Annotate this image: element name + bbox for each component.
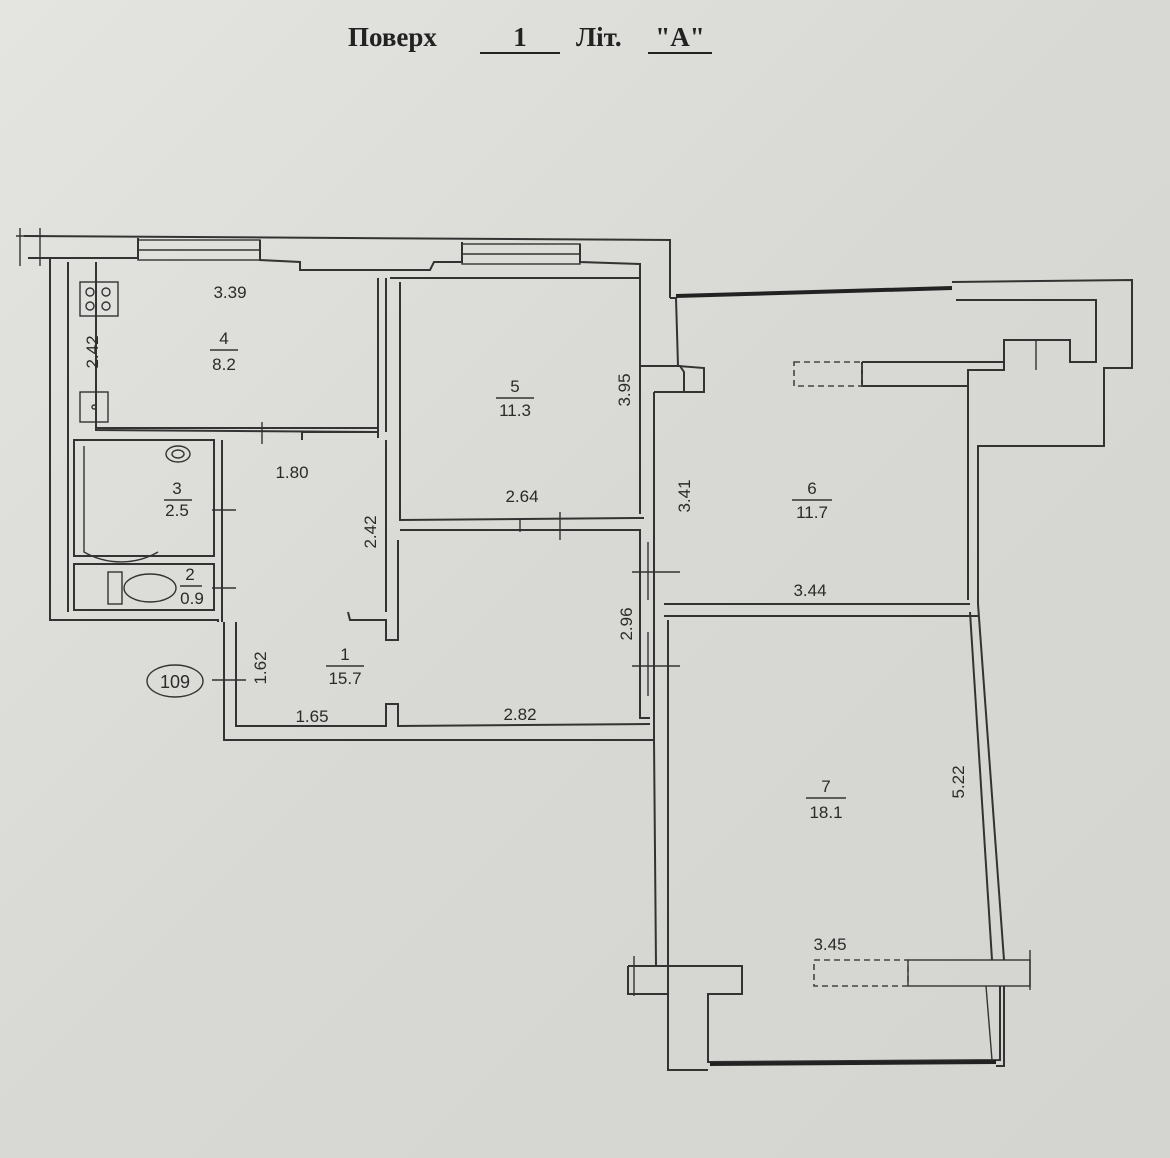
- dimension-label: 2.42: [83, 335, 102, 368]
- room-3-bathroom: [73, 439, 215, 563]
- room-area: 15.7: [328, 669, 361, 688]
- room-number: 4: [219, 329, 228, 348]
- apartment-tag: 109: [146, 664, 204, 698]
- room-number: 6: [807, 479, 816, 498]
- lit-value: "A": [648, 22, 712, 54]
- lit-label: Літ.: [576, 22, 622, 52]
- room-area: 11.3: [499, 401, 531, 420]
- dimension-label: 2.64: [505, 487, 538, 506]
- room-labels: 4 8.2 5 11.3 3 2.5 2 0.9 1 15.7 6 11.7: [164, 329, 846, 822]
- room-number: 1: [340, 645, 349, 664]
- floor-number: 1: [480, 22, 560, 54]
- room-area: 2.5: [165, 501, 189, 520]
- room-5: [390, 277, 655, 612]
- room-area: 18.1: [809, 803, 842, 822]
- room-2-wc: [73, 563, 215, 611]
- right-block: [627, 278, 1133, 1071]
- room-number: 5: [510, 377, 519, 396]
- dimension-label: 1.65: [295, 707, 328, 726]
- dimension-label: 5.22: [949, 765, 968, 798]
- room-4-kitchen: [79, 262, 387, 434]
- dimension-label: 2.96: [617, 607, 636, 640]
- outer-walls: [16, 228, 705, 741]
- room-area: 8.2: [212, 355, 236, 374]
- room-number: 3: [172, 479, 181, 498]
- apartment-number: 109: [160, 672, 190, 692]
- dimension-label: 3.39: [213, 283, 246, 302]
- dimension-label: 1.62: [251, 651, 270, 684]
- dimension-labels: 3.39 2.42 1.80 2.42 3.95 2.64 3.41 3.44 …: [83, 283, 968, 954]
- floor-label: Поверх: [348, 22, 437, 52]
- dimension-label: 2.42: [361, 515, 380, 548]
- dimension-label: 3.95: [615, 373, 634, 406]
- room-area: 11.7: [796, 503, 828, 522]
- dimension-label: 1.80: [275, 463, 308, 482]
- room-1-hall: [212, 422, 650, 719]
- room-number: 7: [821, 777, 830, 796]
- dimension-label: 3.41: [675, 479, 694, 512]
- room-number: 2: [185, 565, 194, 584]
- room-area: 0.9: [180, 589, 204, 608]
- dimension-label: 3.44: [793, 581, 826, 600]
- dimension-label: 2.82: [503, 705, 536, 724]
- dimension-label: 3.45: [813, 935, 846, 954]
